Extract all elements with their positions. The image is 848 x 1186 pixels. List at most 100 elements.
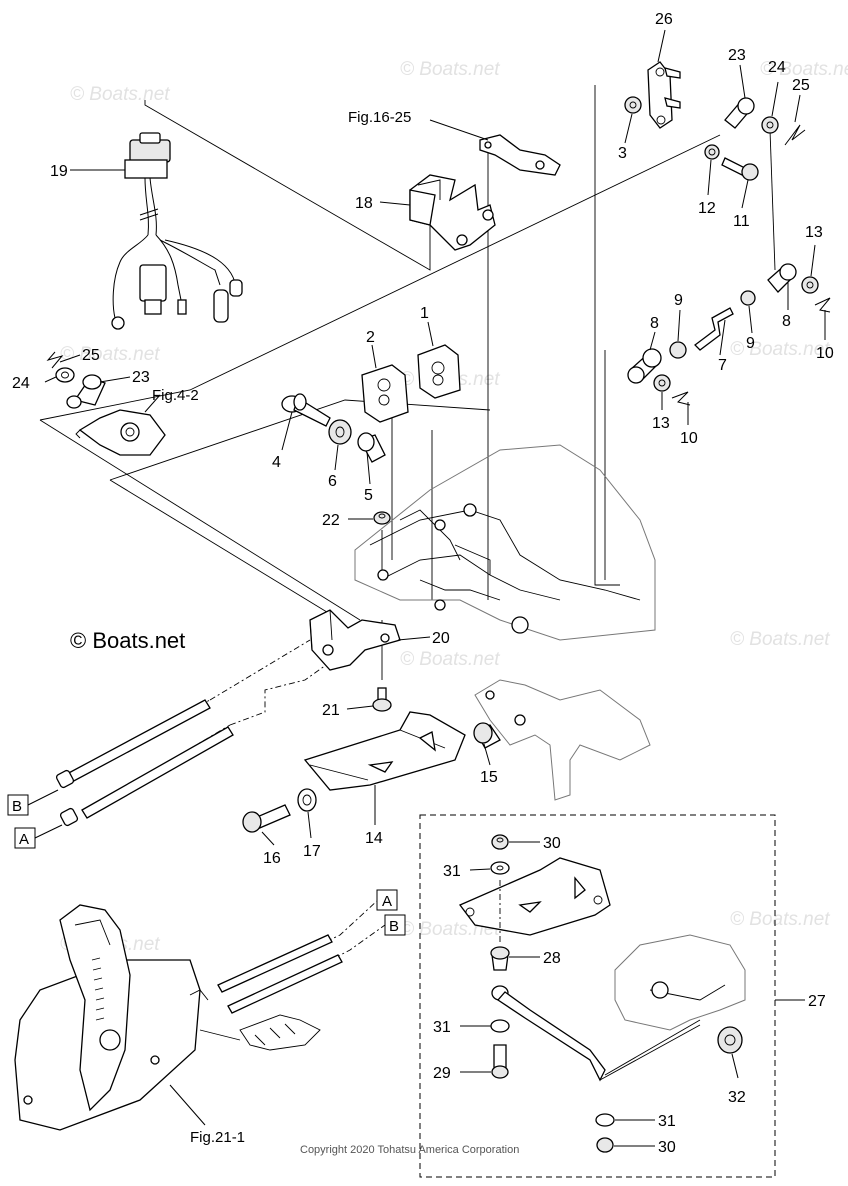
- part-26-link: [647, 61, 681, 129]
- watermark: © Boats.net: [730, 339, 830, 360]
- watermark: © Boats.net: [70, 84, 170, 105]
- callout-11: 11: [733, 213, 750, 230]
- callout-30: 30: [658, 1139, 676, 1156]
- callout-20: 20: [432, 630, 450, 647]
- callout-10: 10: [680, 430, 698, 447]
- callout-22: 22: [322, 512, 340, 529]
- callout-numbers: 1 2 3 4 5 6 7 8 8 9 9 10 10 11 12 13 13 …: [12, 11, 834, 1156]
- part-13-washer-upper: [801, 276, 819, 294]
- copyright-notice: Copyright 2020 Tohatsu America Corporati…: [300, 1144, 519, 1156]
- callout-14: 14: [365, 830, 383, 847]
- callout-6: 6: [328, 473, 337, 490]
- watermark: © Boats.net: [400, 59, 500, 80]
- ref-fig-4-2: Fig.4-2: [152, 387, 199, 404]
- part-12-washer: [704, 144, 720, 160]
- callout-15: 15: [480, 769, 498, 786]
- callout-24: 24: [12, 375, 30, 392]
- watermark: © Boats.net: [400, 649, 500, 670]
- callout-16: 16: [263, 850, 281, 867]
- callout-8: 8: [782, 313, 791, 330]
- watermark: © Boats.net: [60, 344, 160, 365]
- fig-16-25-plate: [479, 134, 561, 176]
- part-14-plate: [303, 711, 466, 791]
- callout-leaders: [44, 29, 826, 1147]
- watermark-layer: © Boats.net © Boats.net © Boats.net © Bo…: [60, 59, 848, 955]
- watermark: © Boats.net: [730, 629, 830, 650]
- cable-label-a: A: [14, 824, 63, 849]
- part-1-2-pads: [361, 344, 461, 423]
- callout-9: 9: [746, 335, 755, 352]
- callout-29: 29: [433, 1065, 451, 1082]
- callout-28: 28: [543, 950, 561, 967]
- callout-23: 23: [132, 369, 150, 386]
- callout-24: 24: [768, 59, 786, 76]
- callout-13: 13: [652, 415, 670, 432]
- label-a: A: [19, 831, 29, 848]
- part-19-wiring-harness: [111, 132, 243, 330]
- part-8-joint-upper: [767, 263, 797, 293]
- callout-27: 27: [808, 993, 826, 1010]
- part-3-washer: [624, 96, 642, 114]
- callout-5: 5: [364, 487, 373, 504]
- kit-27-box: [419, 814, 776, 1178]
- callout-25: 25: [82, 347, 100, 364]
- callout-18: 18: [355, 195, 373, 212]
- part-17-washer: [297, 788, 317, 812]
- callout-13: 13: [805, 224, 823, 241]
- remote-cables: [217, 934, 343, 1014]
- label-b: B: [12, 798, 22, 815]
- part-7-rod: [694, 307, 734, 351]
- callout-31: 31: [443, 863, 461, 880]
- callout-2: 2: [366, 329, 375, 346]
- part-13-washer-lower: [653, 374, 671, 392]
- callout-30: 30: [543, 835, 561, 852]
- watermark-main: © Boats.net: [70, 628, 185, 653]
- callout-17: 17: [303, 843, 321, 860]
- callout-3: 3: [618, 145, 627, 162]
- part-16-bolt: [242, 804, 291, 833]
- part-18-bracket: [409, 174, 496, 251]
- part-10-clip-upper: [814, 297, 831, 313]
- callout-31: 31: [433, 1019, 451, 1036]
- part-8-joint-lower: [627, 348, 662, 384]
- callout-31: 31: [658, 1113, 676, 1130]
- callout-32: 32: [728, 1089, 746, 1106]
- part-11-bolt: [721, 157, 759, 181]
- ref-fig-21-1: Fig.21-1: [190, 1129, 245, 1146]
- callout-26: 26: [655, 11, 673, 28]
- callout-10: 10: [816, 345, 834, 362]
- remote-label-a: A: [382, 893, 392, 910]
- callout-4: 4: [272, 454, 281, 471]
- part-9-nut-lower: [669, 341, 687, 359]
- callout-19: 19: [50, 163, 68, 180]
- cable-label-b: B: [7, 789, 59, 816]
- part-24-washer: [761, 116, 779, 134]
- parts-23-24-25-left: [46, 351, 106, 409]
- engine-mount-bracket: [474, 679, 651, 801]
- engine-housing: [354, 444, 656, 641]
- remote-label-b: B: [389, 918, 399, 935]
- remote-control-box: [14, 904, 321, 1131]
- part-9-nut-upper: [740, 290, 756, 306]
- remote-cable-label-a: A: [376, 889, 398, 911]
- control-cables: [55, 699, 234, 827]
- part-22-nut: [373, 511, 391, 525]
- part-10-clip-lower: [671, 391, 691, 406]
- part-23-joint: [724, 97, 755, 129]
- part-6-bearing: [328, 419, 352, 445]
- fig-4-2-part: [75, 409, 166, 456]
- ref-fig-16-25: Fig.16-25: [348, 109, 411, 126]
- callout-9: 9: [674, 292, 683, 309]
- part-5-collar: [357, 432, 386, 463]
- callout-1: 1: [420, 305, 429, 322]
- watermark: © Boats.net: [730, 909, 830, 930]
- assembly-lines: [39, 85, 776, 1011]
- part-21-bolt: [372, 687, 392, 712]
- callout-23: 23: [728, 47, 746, 64]
- figure-references: Fig.16-25 Fig.4-2 Fig.21-1: [152, 109, 411, 1146]
- callout-12: 12: [698, 200, 716, 217]
- watermark: © Boats.net: [760, 59, 848, 80]
- remote-cable-label-b: B: [384, 914, 406, 936]
- kit-27-parts: [458, 834, 746, 1153]
